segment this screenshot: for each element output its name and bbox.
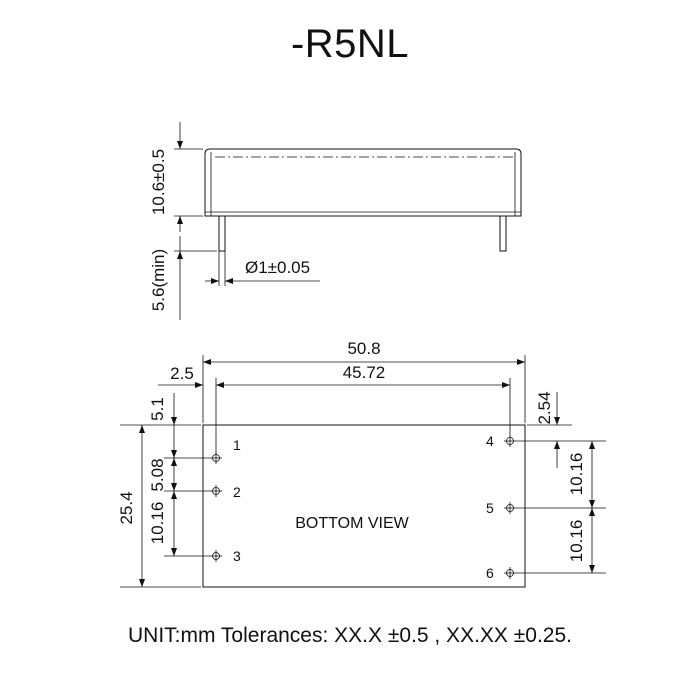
bottom-view-label: BOTTOM VIEW — [295, 515, 409, 532]
pin-label-4: 4 — [486, 433, 494, 449]
right-pitch-2-dim: 10.16 — [567, 520, 586, 563]
right-offset-dim: 2.54 — [535, 391, 554, 424]
pin-label-1: 1 — [233, 437, 241, 453]
tolerance-note: UNIT:mm Tolerances: XX.X ±0.5 , XX.XX ±0… — [127, 624, 572, 647]
pin-label-6: 6 — [486, 565, 494, 581]
left-offset-dim: 2.5 — [170, 364, 194, 383]
side-height-dim: 10.6±0.5 — [149, 149, 168, 215]
bottom-height-dim: 25.4 — [117, 491, 136, 524]
side-pin-left — [218, 215, 226, 252]
pin-span-dim: 45.72 — [343, 363, 386, 382]
pin-label-3: 3 — [233, 548, 241, 564]
pin-3 — [210, 550, 222, 562]
side-view: 10.6±0.5 5.6(min) Ø1±0.05 — [149, 122, 522, 320]
pin-6 — [504, 567, 516, 579]
side-view-body — [204, 148, 522, 217]
pin-2 — [210, 485, 222, 497]
side-pin-right — [499, 215, 507, 252]
pin-label-2: 2 — [233, 484, 241, 500]
pin-1 — [210, 452, 222, 464]
page-title: -R5NL — [290, 22, 410, 66]
pin-pitch-a-dim: 5.08 — [148, 458, 167, 491]
top-offset-dim: 5.1 — [148, 397, 167, 421]
pin-5 — [504, 502, 516, 514]
pin-label-5: 5 — [486, 500, 494, 516]
bottom-view: BOTTOM VIEW 1 2 3 4 — [117, 339, 606, 588]
pin-pitch-b-dim: 10.16 — [148, 502, 167, 545]
bottom-width-dim: 50.8 — [347, 339, 380, 358]
pin-4 — [504, 435, 516, 447]
bottom-view-body — [202, 424, 526, 588]
pin-diameter-dim: Ø1±0.05 — [245, 258, 310, 277]
right-pitch-1-dim: 10.16 — [567, 453, 586, 496]
side-pin-length-dim: 5.6(min) — [149, 249, 168, 311]
